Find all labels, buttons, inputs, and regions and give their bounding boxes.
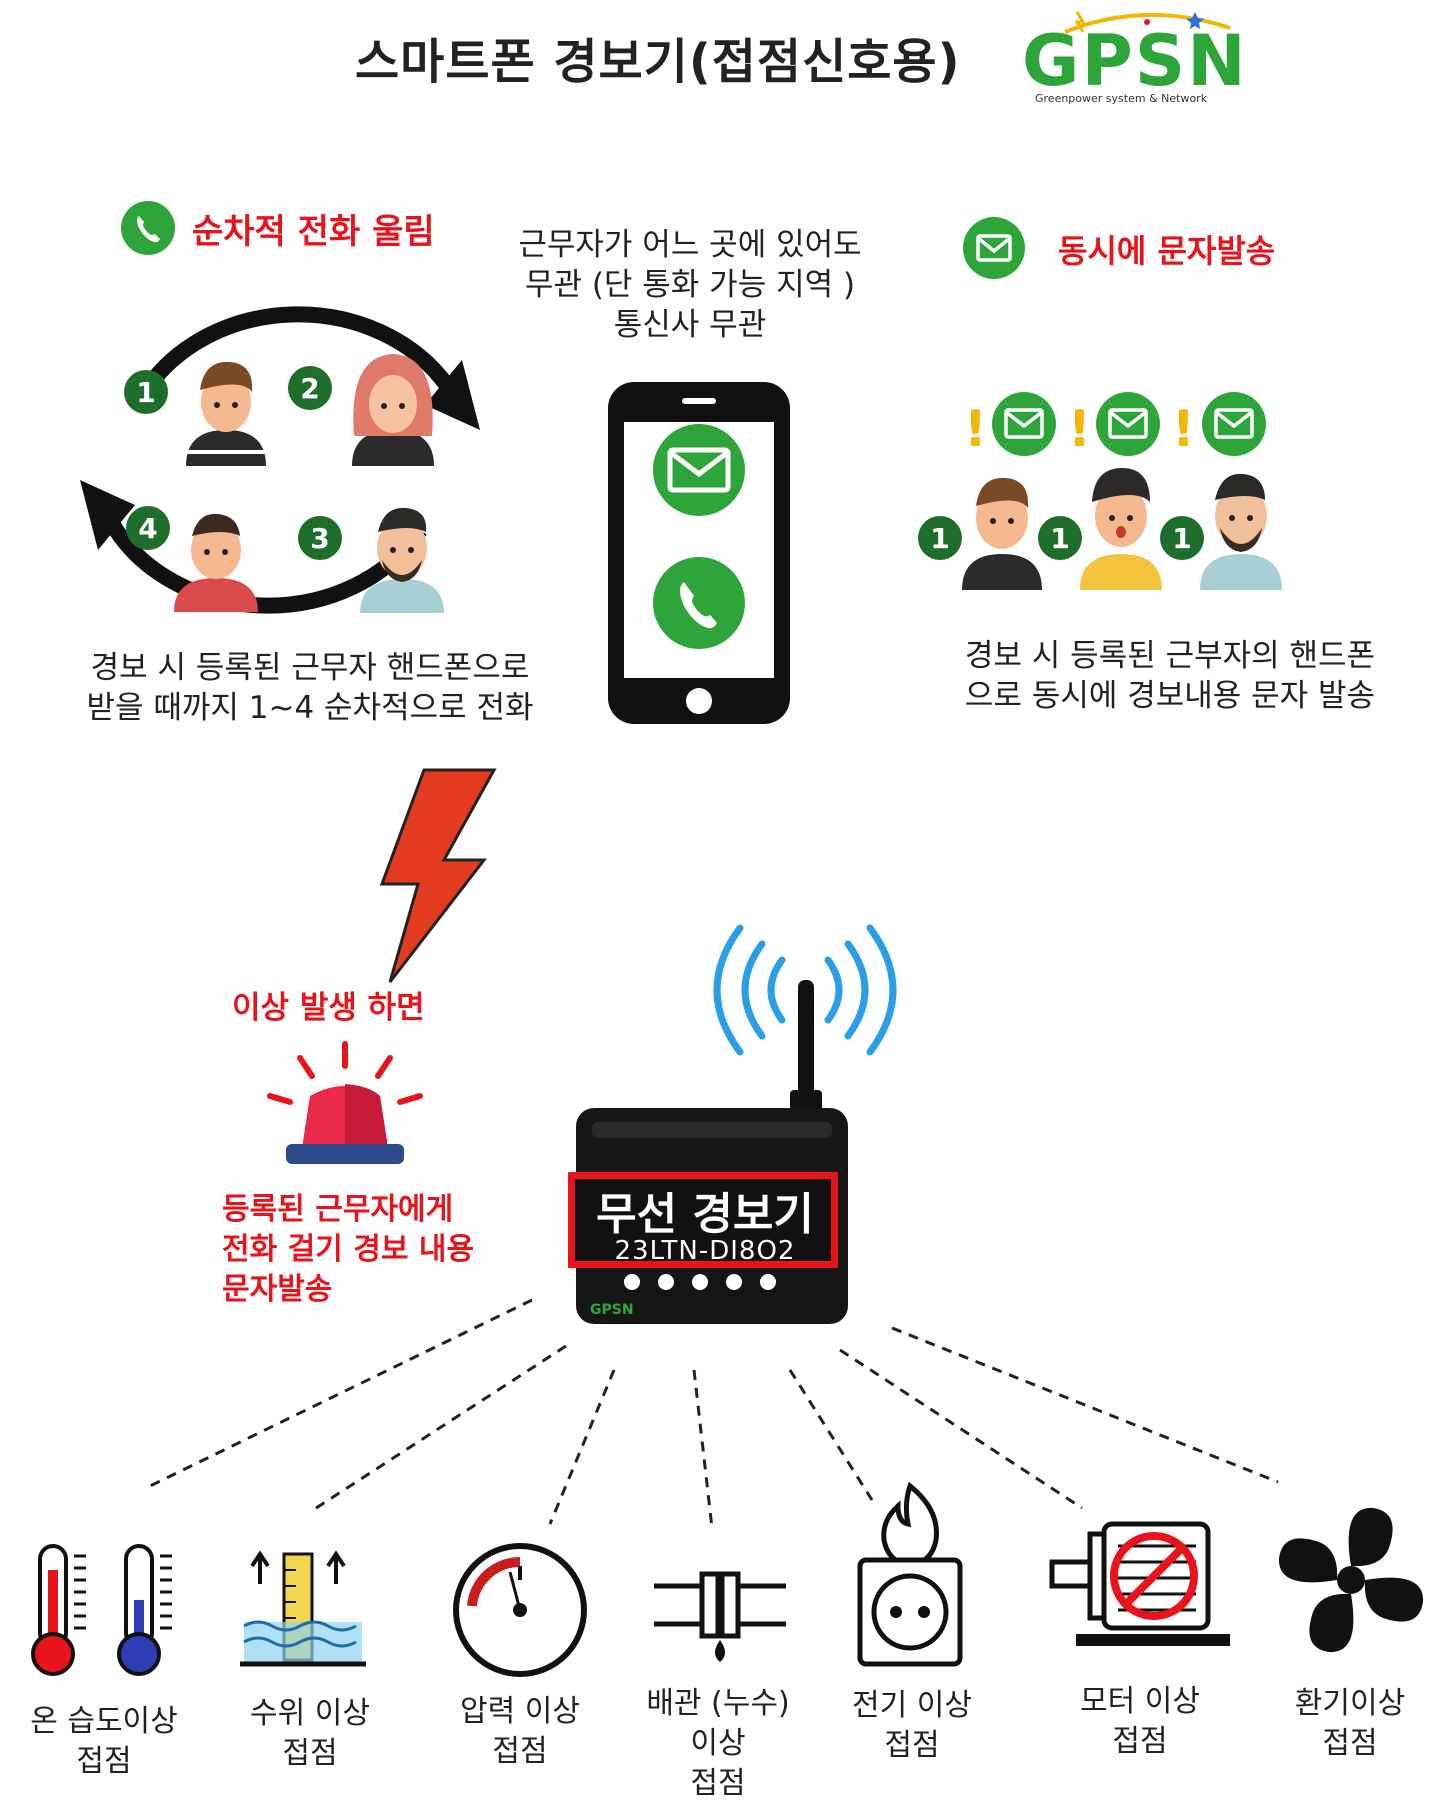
sms-description-line1: 경보 시 등록된 근부자의 핸드폰 — [964, 638, 1376, 674]
pressure-gauge-icon — [453, 1543, 587, 1677]
sms-worker-3-avatar-icon — [1200, 473, 1282, 590]
sensor-label-ventilation: 환기이상 접점 — [1294, 1686, 1406, 1761]
motor-icon — [1049, 1521, 1230, 1646]
electrical-fire-icon — [857, 1481, 963, 1667]
simultaneous-sms-label: 동시에 문자발송 — [1058, 232, 1276, 270]
sms-badge-3: 1 — [1160, 516, 1204, 560]
sms-badge-1: 1 — [918, 516, 962, 560]
call-description-line2: 받을 때까지 1~4 순차적으로 전화 — [86, 690, 534, 726]
worker-2-avatar-icon — [352, 354, 434, 466]
center-note-line1: 근무자가 어느 곳에 있어도 — [518, 227, 862, 263]
call-order-badge-4: 4 — [126, 506, 170, 550]
connection-lines — [149, 1298, 1279, 1529]
logo: GPSN — [1022, 20, 1248, 102]
sms-description-line2: 으로 동시에 경보내용 문자 발송 — [964, 678, 1376, 714]
page-title: 스마트폰 경보기(접점신호용) — [355, 34, 961, 90]
message-icon — [963, 217, 1025, 279]
siren-icon — [267, 1041, 423, 1164]
sequential-call-label: 순차적 전화 울림 — [192, 212, 435, 252]
svg-text:!: ! — [964, 400, 987, 458]
device-model: 23LTN-DI8O2 — [614, 1236, 796, 1266]
call-order-badge-1: 1 — [124, 370, 168, 414]
sensor-label-temp-humidity: 온 습도이상 접점 — [30, 1704, 178, 1779]
pipe-leak-icon — [654, 1571, 786, 1662]
alarm-action-line3: 문자발송 — [222, 1272, 333, 1307]
thermometer-icon — [31, 1544, 172, 1676]
ventilation-fan-icon — [1278, 1507, 1424, 1653]
worker-3-avatar-icon — [360, 507, 444, 613]
alarm-trigger-label: 이상 발생 하면 — [232, 990, 425, 1026]
center-note-line2: 무관 (단 통화 가능 지역 ) — [524, 267, 856, 303]
device-label-frame — [568, 1172, 838, 1268]
device-title: 무선 경보기 — [596, 1189, 814, 1240]
center-note-line3: 통신사 무관 — [613, 307, 767, 343]
sms-worker-2-avatar-icon — [1080, 468, 1162, 590]
svg-text:!: ! — [1068, 400, 1091, 458]
call-description-line1: 경보 시 등록된 근무자 핸드폰으로 — [90, 650, 530, 686]
sms-alert-icons: ! ! ! — [964, 392, 1266, 458]
wireless-signal-icon — [713, 924, 897, 1120]
alarm-action-line2: 전화 걸기 경보 내용 — [222, 1232, 475, 1267]
svg-text:!: ! — [1172, 400, 1195, 458]
worker-1-avatar-icon — [186, 361, 266, 466]
call-order-badge-2: 2 — [288, 366, 332, 410]
logo-swoosh-icon — [1064, 11, 1231, 34]
device-brand: GPSN — [590, 1302, 634, 1318]
lightning-bolt-icon — [379, 768, 497, 983]
sensor-label-water-level: 수위 이상 접점 — [250, 1696, 370, 1771]
call-order-badge-3: 3 — [298, 516, 342, 560]
sensor-label-motor: 모터 이상 접점 — [1080, 1684, 1200, 1759]
phone-call-icon — [121, 201, 175, 255]
sms-worker-1-avatar-icon — [962, 477, 1042, 590]
sensor-label-pressure: 압력 이상 접점 — [460, 1694, 580, 1769]
sensor-label-electrical: 전기 이상 접점 — [852, 1688, 972, 1763]
alarm-action-line1: 등록된 근무자에게 — [222, 1192, 454, 1227]
smartphone-icon — [608, 382, 790, 724]
sms-badge-2: 1 — [1038, 516, 1082, 560]
logo-subtitle: Greenpower system & Network — [1035, 92, 1208, 105]
sensor-label-pipe-leak: 배관 (누수) 이상 접점 — [646, 1686, 790, 1801]
water-level-icon — [240, 1550, 366, 1667]
worker-4-avatar-icon — [174, 513, 258, 612]
